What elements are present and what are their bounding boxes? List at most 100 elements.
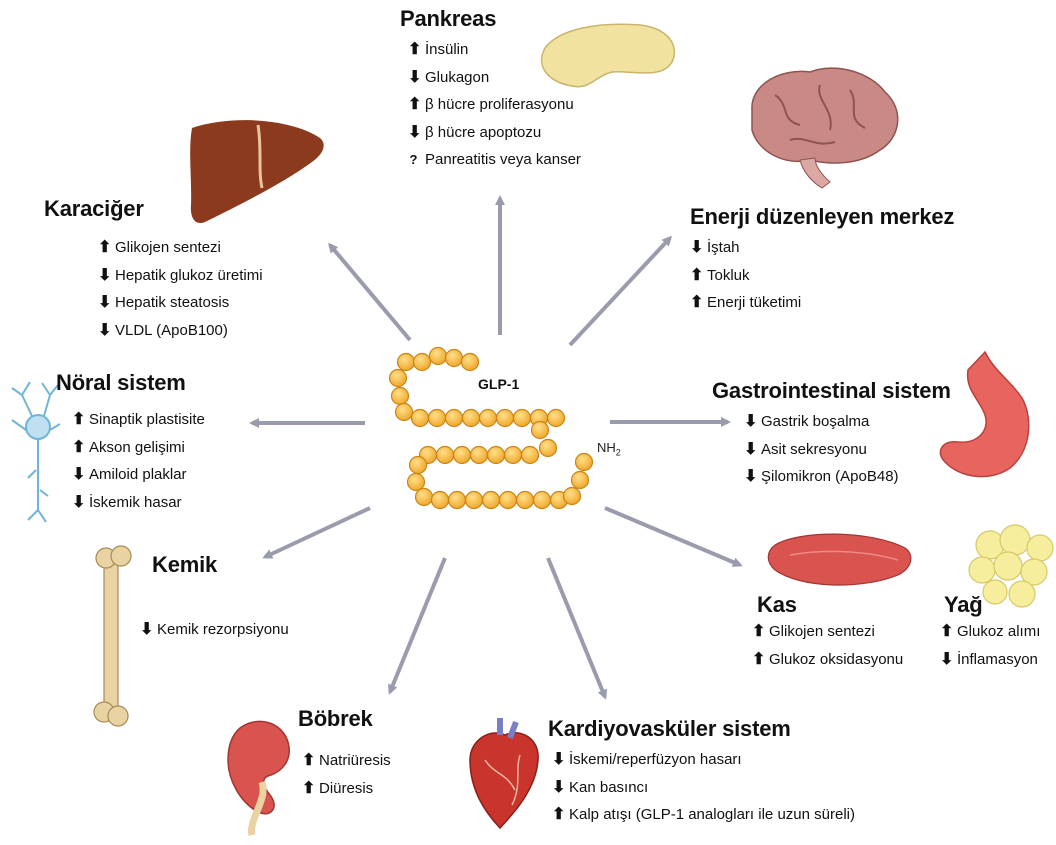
amino-acid-bead [480, 410, 497, 427]
effect-item: ⬆Glukoz alımı [940, 618, 1040, 646]
down-arrow-icon: ⬇ [72, 461, 83, 489]
effect-text: Şilomikron (ApoB48) [761, 463, 899, 491]
amino-acid-bead [500, 492, 517, 509]
down-arrow-icon: ⬇ [408, 64, 419, 92]
kas-title: Kas [757, 592, 797, 618]
down-arrow-icon: ⬇ [98, 289, 109, 317]
effect-item: ⬆Enerji tüketimi [690, 289, 801, 317]
pankreas-title: Pankreas [400, 6, 496, 32]
amino-acid-bead [548, 410, 565, 427]
amino-acid-bead [412, 410, 429, 427]
effect-item: ⬆Diüresis [302, 775, 391, 803]
amino-acid-bead [505, 447, 522, 464]
kidney-icon [228, 721, 289, 835]
kardiyo-title: Kardiyovasküler sistem [548, 716, 791, 742]
effect-item: ⬆Glikojen sentezi [98, 234, 263, 262]
question-mark-icon: ? [408, 146, 419, 174]
effect-item: ⬆Glikojen sentezi [752, 618, 903, 646]
effect-text: Hepatik glukoz üretimi [115, 262, 263, 290]
glp1-label: GLP-1 [478, 376, 519, 392]
karaciger-effects: ⬆Glikojen sentezi⬇Hepatik glukoz üretimi… [98, 234, 263, 344]
amino-acid-bead [540, 440, 557, 457]
effect-text: Panreatitis veya kanser [425, 146, 581, 174]
effect-text: Akson gelişimi [89, 434, 185, 462]
pankreas-effects: ⬆İnsülin⬇Glukagon⬆β hücre proliferasyonu… [408, 36, 581, 174]
amino-acid-bead [392, 388, 409, 405]
effect-item: ⬇Hepatik glukoz üretimi [98, 262, 263, 290]
noral-title: Nöral sistem [56, 370, 186, 396]
down-arrow-icon: ⬇ [744, 408, 755, 436]
effect-text: Kan basıncı [569, 774, 648, 802]
up-arrow-icon: ⬆ [408, 91, 419, 119]
amino-acid-bead [517, 492, 534, 509]
down-arrow-icon: ⬇ [98, 317, 109, 345]
amino-acid-bead [576, 454, 593, 471]
amino-acid-bead [488, 447, 505, 464]
bobrek-title: Böbrek [298, 706, 373, 732]
up-arrow-icon: ⬆ [72, 434, 83, 462]
amino-acid-bead [532, 422, 549, 439]
kardiyo-effects: ⬇İskemi/reperfüzyon hasarı⬇Kan basıncı⬆K… [552, 746, 855, 829]
effect-item: ⬆Tokluk [690, 262, 801, 290]
arrow-kardiyo [548, 558, 605, 697]
down-arrow-icon: ⬇ [690, 234, 701, 262]
gastro-title: Gastrointestinal sistem [712, 378, 951, 404]
amino-acid-bead [416, 489, 433, 506]
down-arrow-icon: ⬇ [744, 463, 755, 491]
amino-acid-bead [483, 492, 500, 509]
effect-text: Enerji tüketimi [707, 289, 801, 317]
down-arrow-icon: ⬇ [72, 489, 83, 517]
arrow-enerji [570, 238, 670, 345]
up-arrow-icon: ⬆ [98, 234, 109, 262]
amino-acid-bead [408, 474, 425, 491]
up-arrow-icon: ⬆ [408, 36, 419, 64]
amino-acid-bead [466, 492, 483, 509]
effect-text: β hücre apoptozu [425, 119, 541, 147]
neuron-icon [12, 382, 60, 522]
amino-acid-bead [396, 404, 413, 421]
amino-acid-bead [446, 350, 463, 367]
nh2-text: NH [597, 440, 616, 455]
effect-item: ⬆İnsülin [408, 36, 581, 64]
up-arrow-icon: ⬆ [690, 262, 701, 290]
amino-acid-bead [390, 370, 407, 387]
arrow-bobrek [390, 558, 445, 692]
nh2-subscript: 2 [616, 448, 621, 458]
effect-text: Hepatik steatosis [115, 289, 229, 317]
muscle-icon [768, 534, 911, 585]
effect-text: Sinaptik plastisite [89, 406, 205, 434]
down-arrow-icon: ⬇ [940, 646, 951, 674]
arrow-karaciger [330, 245, 410, 340]
gastro-effects: ⬇Gastrik boşalma⬇Asit sekresyonu⬇Şilomik… [744, 408, 899, 491]
effect-text: İnsülin [425, 36, 468, 64]
amino-acid-bead [462, 354, 479, 371]
effect-text: İştah [707, 234, 740, 262]
noral-effects: ⬆Sinaptik plastisite⬆Akson gelişimi⬇Amil… [72, 406, 205, 516]
effect-item: ⬇Amiloid plaklar [72, 461, 205, 489]
effect-text: Kalp atışı (GLP-1 analogları ile uzun sü… [569, 801, 855, 829]
amino-acid-bead [463, 410, 480, 427]
up-arrow-icon: ⬆ [302, 775, 313, 803]
effect-item: ⬆β hücre proliferasyonu [408, 91, 581, 119]
kas-effects: ⬆Glikojen sentezi⬆Glukoz oksidasyonu [752, 618, 903, 673]
up-arrow-icon: ⬆ [302, 747, 313, 775]
amino-acid-bead [449, 492, 466, 509]
effect-text: Natriüresis [319, 747, 391, 775]
effect-text: Glukagon [425, 64, 489, 92]
effect-text: β hücre proliferasyonu [425, 91, 574, 119]
up-arrow-icon: ⬆ [752, 646, 763, 674]
effect-item: ⬆Natriüresis [302, 747, 391, 775]
effect-item: ?Panreatitis veya kanser [408, 146, 581, 174]
amino-acid-bead [514, 410, 531, 427]
effect-text: İnflamasyon [957, 646, 1038, 674]
effect-item: ⬇β hücre apoptozu [408, 119, 581, 147]
amino-acid-bead [430, 348, 447, 365]
effect-item: ⬇İskemik hasar [72, 489, 205, 517]
down-arrow-icon: ⬇ [744, 436, 755, 464]
yag-effects: ⬆Glukoz alımı⬇İnflamasyon [940, 618, 1040, 673]
effect-item: ⬇Kemik rezorpsiyonu [140, 616, 289, 644]
kemik-title: Kemik [152, 552, 217, 578]
down-arrow-icon: ⬇ [552, 774, 563, 802]
effect-text: İskemik hasar [89, 489, 182, 517]
effect-item: ⬇Glukagon [408, 64, 581, 92]
